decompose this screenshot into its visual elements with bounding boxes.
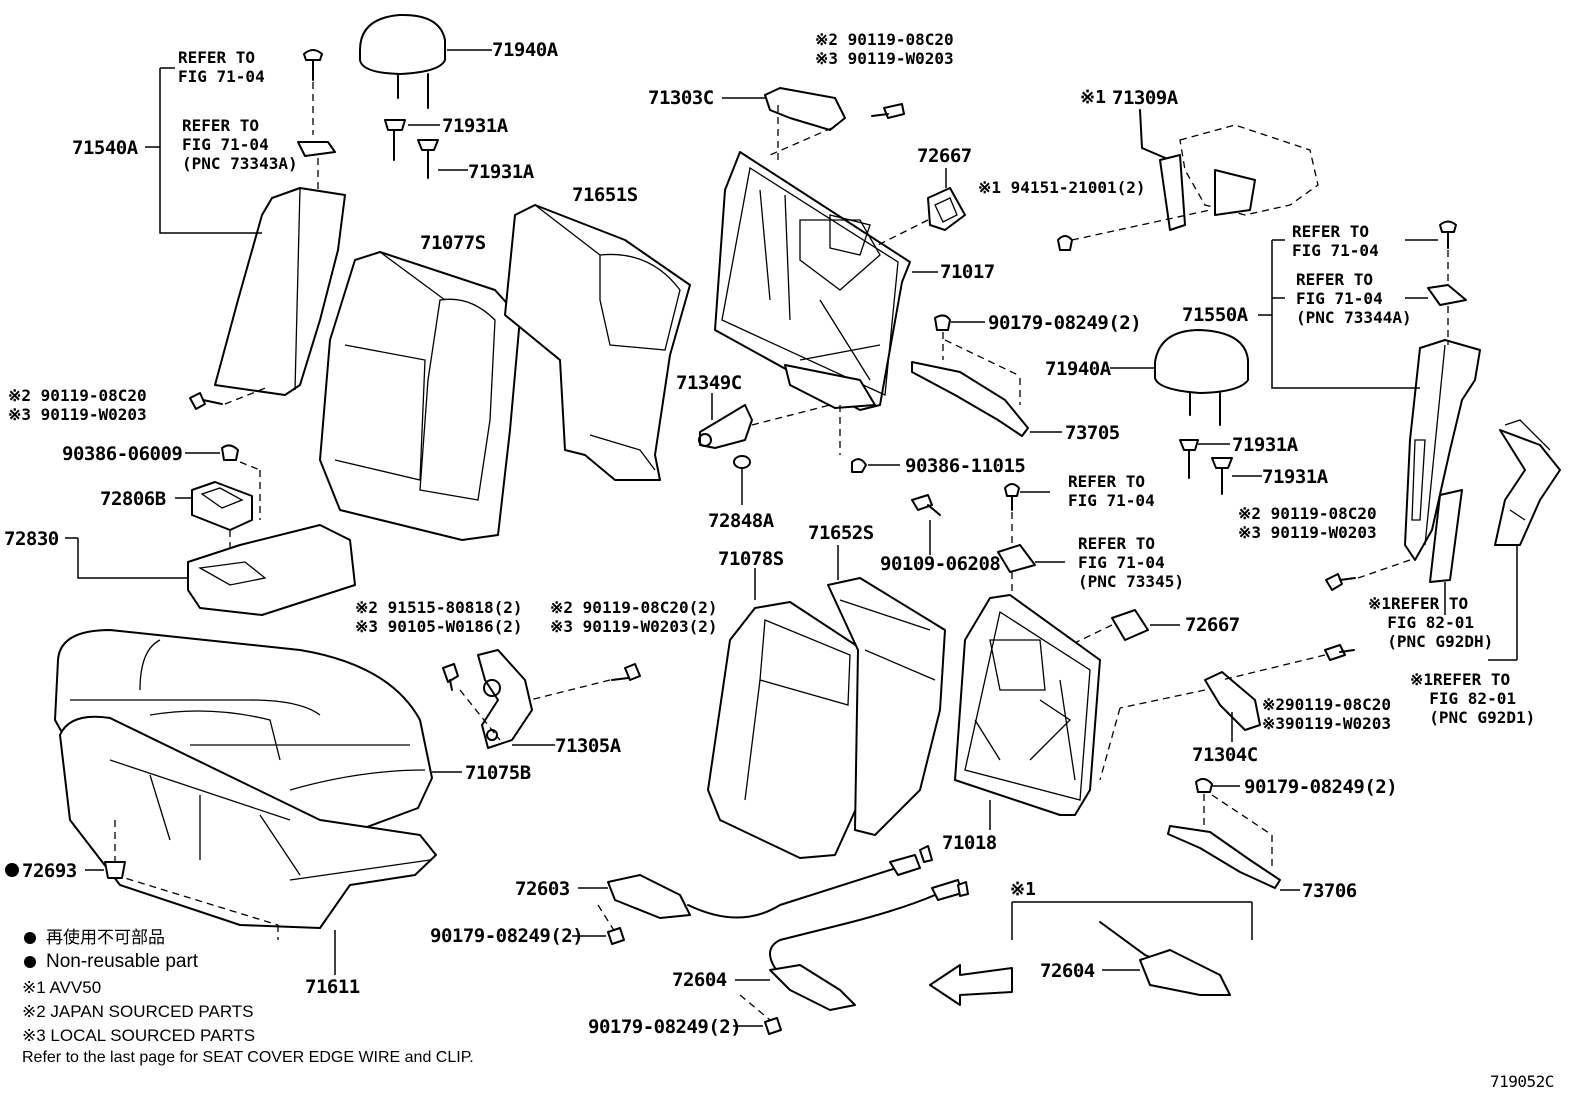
part-72667-top: 72667 (917, 145, 972, 167)
part-71931A-3: 71931A (1232, 434, 1298, 456)
ref-fig-71-04-pnc-73343A: REFER TO FIG 71-04 (PNC 73343A) (182, 116, 298, 173)
ref-screw-left: ※2 90119-08C20 ※3 90119-W0203 (8, 386, 147, 424)
bolts-center (839, 405, 941, 555)
legend-footer: Refer to the last page for SEAT COVER ED… (22, 1049, 474, 1066)
part-72848A: 72848A (708, 510, 774, 532)
part-71309A: 71309A (1112, 87, 1178, 109)
bracket-73705 (911, 314, 1062, 437)
ref-fig-71-04-a: REFER TO FIG 71-04 (178, 48, 265, 86)
part-72806B: 72806B (100, 488, 166, 510)
side-trim-left (145, 67, 346, 396)
seatbelt-guide-71309A (1057, 109, 1319, 251)
seatback-cover-71652S (827, 545, 946, 836)
part-71652S: 71652S (808, 522, 874, 544)
part-72667-mid: 72667 (1185, 614, 1240, 636)
ref-screw-right: ※2 90119-08C20 ※3 90119-W0203 (1238, 504, 1377, 542)
seatback-frame-71017 (714, 151, 938, 411)
headrest-top-left (359, 13, 492, 109)
part-90179-08249-a: 90179-08249(2) (988, 312, 1142, 334)
part-72604-b: 72604 (1040, 960, 1095, 982)
ref-fig-71-04-c: REFER TO FIG 71-04 (1068, 472, 1155, 510)
part-71075B: 71075B (465, 762, 531, 784)
legend-note-2: ※2 JAPAN SOURCED PARTS (22, 1002, 254, 1021)
part-71305A: 71305A (555, 735, 621, 757)
ref-90119-2: ※2 90119-08C20(2) ※3 90119-W0203(2) (550, 598, 718, 636)
part-71931A-2: 71931A (468, 161, 534, 183)
ref-90119-hinge: ※290119-08C20 ※390119-W0203 (1262, 695, 1391, 733)
part-90179-08249-c: 90179-08249(2) (430, 925, 584, 947)
ref-fig-71-04-pnc-73345: REFER TO FIG 71-04 (PNC 73345) (1078, 534, 1184, 591)
part-90179-08249-b: 90179-08249(2) (1244, 776, 1398, 798)
part-71611: 71611 (305, 976, 360, 998)
seatback-cover-71077S (319, 251, 521, 541)
part-71018: 71018 (942, 832, 997, 854)
ref-fig-71-04-b: REFER TO FIG 71-04 (1292, 222, 1379, 260)
seatback-frame-71018 (954, 594, 1101, 830)
legend-non-reusable-jp: 再使用不可部品 (46, 928, 165, 947)
ref-91515: ※2 91515-80818(2) ※3 90105-W0186(2) (355, 598, 523, 636)
figure-code: 719052C (1490, 1072, 1554, 1091)
ref-screw-top: ※2 90119-08C20 ※3 90119-W0203 (815, 30, 954, 68)
legend-note-3: ※3 LOCAL SOURCED PARTS (22, 1026, 256, 1045)
part-90179-08249-d: 90179-08249(2) (588, 1016, 742, 1038)
part-71303C: 71303C (648, 87, 714, 109)
headrest-guide-left (384, 119, 468, 179)
part-71304C: 71304C (1192, 744, 1258, 766)
seatbelt-buckle-right (1429, 419, 1561, 661)
part-71931A-1: 71931A (442, 115, 508, 137)
legend-note-1: ※1 AVV50 (22, 978, 102, 997)
part-71540A: 71540A (72, 137, 138, 159)
seatback-cover-71078S (707, 568, 861, 859)
part-90386-06009: 90386-06009 (62, 443, 183, 465)
part-73706: 73706 (1302, 880, 1357, 902)
screw-top-left (297, 49, 336, 195)
part-71931A-4: 71931A (1262, 466, 1328, 488)
part-73705: 73705 (1065, 422, 1120, 444)
cable-72603 (572, 845, 933, 945)
headrest-right (1110, 329, 1262, 495)
part-71078S: 71078S (718, 548, 784, 570)
part-90109-06208: 90109-06208 (880, 553, 1001, 575)
cable-72604-a (733, 879, 969, 1035)
part-72693: 72693 (22, 860, 77, 882)
part-72604-a: 72604 (672, 969, 727, 991)
ref-94151: ※1 94151-21001(2) (978, 178, 1146, 197)
legend-non-reusable-en: Non-reusable part (46, 951, 199, 972)
side-trim-right (1258, 220, 1481, 591)
part-71077S: 71077S (420, 232, 486, 254)
part-71651S: 71651S (572, 184, 638, 206)
seat-cushion-frame-71611 (59, 715, 437, 975)
part-72830: 72830 (4, 528, 59, 550)
bracket-71303C (722, 87, 905, 160)
part-71550A: 71550A (1182, 304, 1248, 326)
screw-left-90119 (189, 386, 269, 410)
bracket-71304C (1099, 644, 1355, 781)
ref-fig-71-04-pnc-73344A: REFER TO FIG 71-04 (PNC 73344A) (1296, 270, 1412, 327)
part-71940A-right: 71940A (1045, 358, 1111, 380)
part-71940A-top: 71940A (492, 39, 558, 61)
ref-fig-82-01-g92dh: ※1REFER TO FIG 82-01 (PNC G92DH) (1368, 594, 1494, 651)
ref-fig-82-01-g92d1: ※1REFER TO FIG 82-01 (PNC G92D1) (1410, 670, 1536, 727)
part-71017: 71017 (940, 261, 995, 283)
clip-72693 (85, 861, 126, 879)
seatback-cover-71651S (504, 204, 691, 481)
avv50-inset (929, 901, 1253, 1006)
armrest-72830 (65, 444, 356, 616)
part-71349C: 71349C (676, 372, 742, 394)
hinge-cover-71349C (698, 393, 831, 505)
part-90386-11015: 90386-11015 (905, 455, 1026, 477)
bracket-73706 (1167, 778, 1300, 891)
part-72603: 72603 (515, 878, 570, 900)
cover-72667-top (877, 168, 966, 246)
ref-avv50-marker-inset: ※1 (1010, 879, 1036, 900)
hinge-cover-mid (997, 483, 1180, 651)
ref-avv50-marker-top: ※1 (1080, 87, 1106, 108)
hinge-71305A (442, 649, 641, 749)
